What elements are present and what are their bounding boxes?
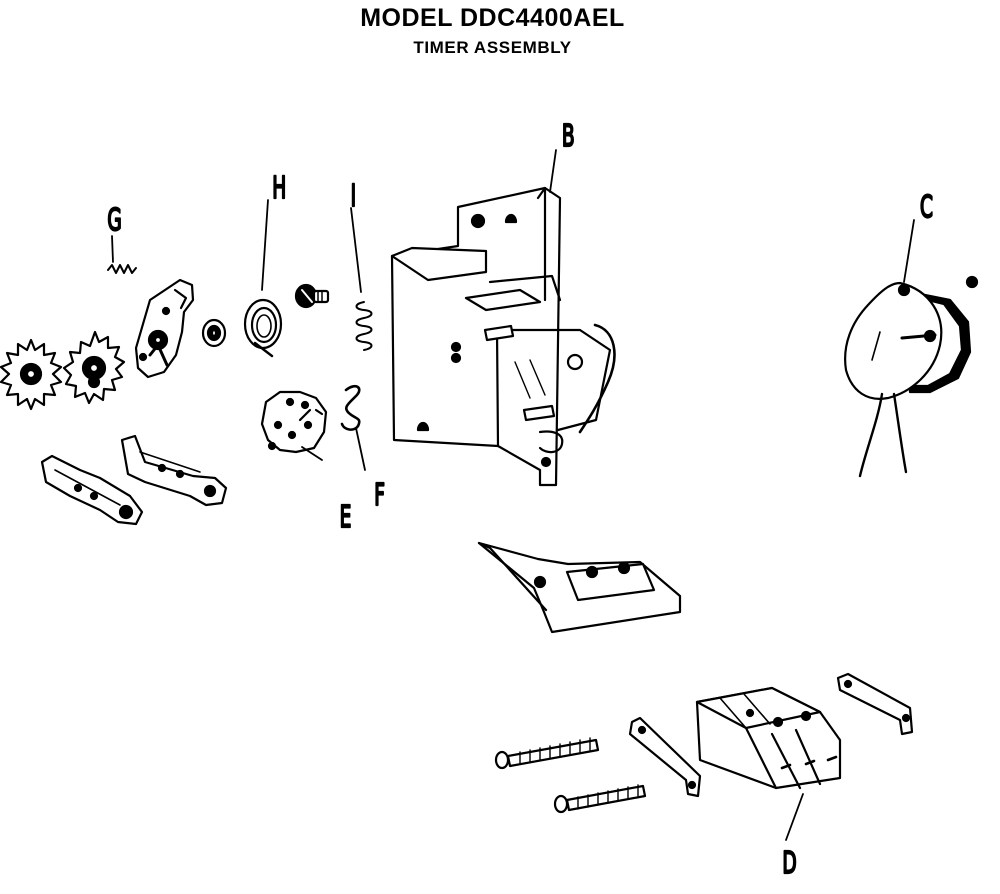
callout-b: B [562, 118, 575, 153]
clip-f [340, 384, 361, 431]
callout-g: G [107, 202, 121, 237]
switch-pack-d [695, 686, 842, 790]
page-title: MODEL DDC4400AEL [360, 4, 625, 32]
callout-h: H [272, 170, 286, 205]
callout-i: I [351, 178, 356, 213]
large-sprocket [0, 338, 63, 411]
long-screw-upper [494, 737, 600, 770]
callout-d: D [782, 845, 796, 880]
screw [294, 283, 330, 309]
callout-c: C [920, 189, 933, 224]
cam-e [260, 390, 328, 454]
washer [201, 318, 227, 348]
small-sprocket [62, 330, 126, 405]
page-subtitle: TIMER ASSEMBLY [413, 38, 572, 57]
switch-mounting-plate [477, 541, 682, 634]
long-screw-lower [553, 784, 647, 814]
leader-lines [111, 149, 915, 841]
spring-i [355, 301, 373, 351]
callout-f: F [374, 477, 385, 512]
small-spring-g [107, 264, 137, 274]
coil-spring-h [243, 298, 283, 358]
main-bracket-b [390, 186, 616, 487]
callout-e: E [340, 499, 352, 534]
switch-bracket-right [836, 672, 914, 736]
timer-motor-c [844, 275, 979, 478]
lever-upper [120, 434, 228, 507]
switch-bracket-left [628, 716, 702, 798]
pawl-plate [134, 278, 195, 379]
lever-lower [40, 454, 144, 526]
